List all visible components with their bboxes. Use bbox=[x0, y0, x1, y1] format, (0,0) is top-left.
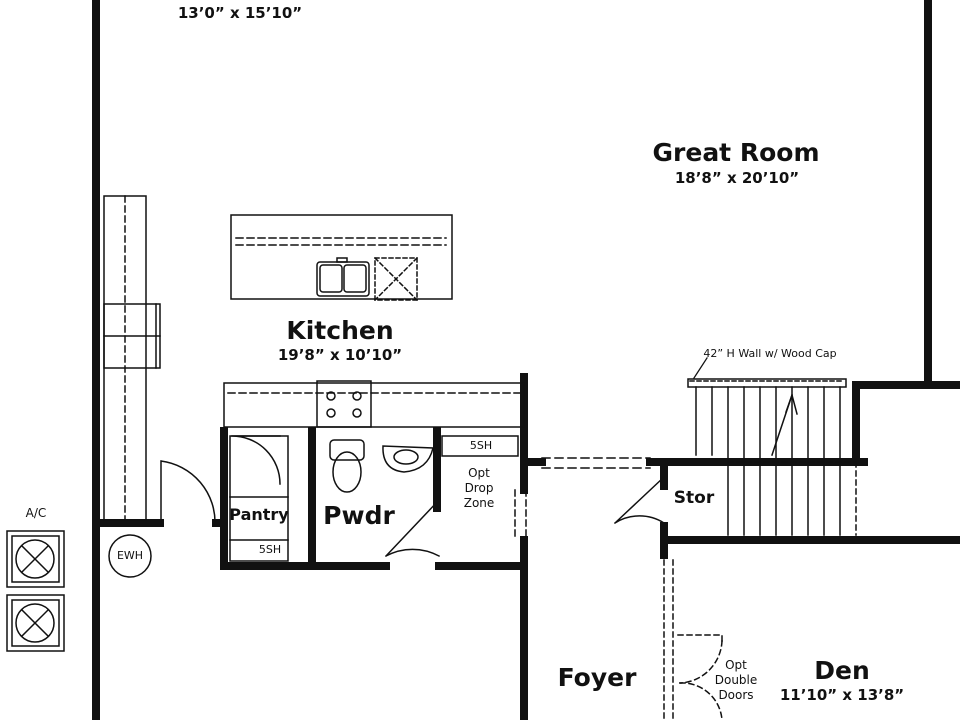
great-room-title: Great Room bbox=[652, 138, 820, 167]
double-doors-line-3: Doors bbox=[718, 688, 754, 702]
storage-title: Stor bbox=[673, 488, 715, 508]
annotation-leaders bbox=[693, 357, 708, 379]
wall-cap-note: 42” H Wall w/ Wood Cap bbox=[703, 347, 837, 360]
water-heater-label: EWH bbox=[116, 549, 144, 562]
walls bbox=[92, 0, 960, 724]
kitchen-dimensions: 19’8” x 10’10” bbox=[277, 346, 403, 364]
drop-zone-shelf-label: 5SH bbox=[469, 439, 493, 452]
double-doors-line-2: Double bbox=[714, 673, 758, 687]
powder-room-title: Pwdr bbox=[323, 501, 395, 530]
double-doors-note: Opt Double Doors bbox=[715, 658, 758, 703]
drop-zone-line-1: Opt bbox=[468, 466, 490, 480]
den-title: Den bbox=[814, 656, 870, 685]
den-dimensions: 11’10” x 13’8” bbox=[779, 686, 905, 704]
pantry-shelf-label: 5SH bbox=[258, 543, 282, 556]
foyer-title: Foyer bbox=[557, 663, 637, 692]
drop-zone-line-3: Zone bbox=[463, 496, 495, 510]
great-room-dimensions: 18’8” x 20’10” bbox=[674, 169, 800, 187]
pantry-title: Pantry bbox=[229, 505, 289, 524]
cabinetry bbox=[6, 195, 857, 721]
kitchen-title: Kitchen bbox=[286, 316, 394, 345]
drop-zone-line-2: Drop bbox=[464, 481, 494, 495]
ac-label: A/C bbox=[25, 506, 47, 520]
drop-zone-label: Opt Drop Zone bbox=[464, 466, 495, 511]
double-doors-line-1: Opt bbox=[725, 658, 747, 672]
top-room-dimensions: 13’0” x 15’10” bbox=[177, 4, 303, 22]
